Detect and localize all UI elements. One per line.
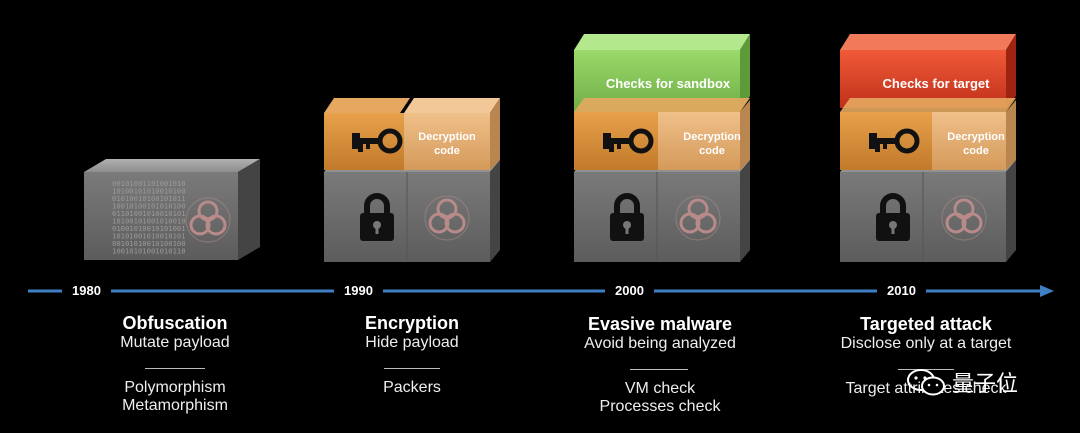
svg-text:00101010010100100: 00101010010100100 <box>112 239 186 248</box>
stage-targeted-attack: Targeted attack Disclose only at a targe… <box>816 314 1036 353</box>
obfuscated-payload-box: 00101001101001010 10100101010010100 0101… <box>84 159 260 260</box>
divider <box>384 368 440 369</box>
example-item: Metamorphism <box>122 397 228 414</box>
decryption-code-label: code <box>699 145 725 157</box>
arrow-right-icon <box>1040 285 1054 297</box>
stage-subtitle: Disclose only at a target <box>840 335 1012 352</box>
svg-text:01101001010010101: 01101001010010101 <box>112 209 186 218</box>
svg-text:10010100101010100: 10010100101010100 <box>112 202 186 211</box>
stage-examples: Packers <box>322 379 502 397</box>
svg-text:01001010010101001: 01001010010101001 <box>112 224 186 233</box>
decryption-code-label: Decryption <box>683 131 741 143</box>
stage-subtitle: Mutate payload <box>120 334 230 351</box>
svg-text:10010101001010110: 10010101001010110 <box>112 247 186 256</box>
divider <box>898 369 954 370</box>
year-label: 2010 <box>877 283 926 298</box>
year-label: 2000 <box>605 283 654 298</box>
stage-title: Obfuscation <box>122 313 228 333</box>
targeted-attack-stack: Decryption code Checks for target <box>840 34 1016 262</box>
year-label: 1990 <box>334 283 383 298</box>
stage-examples: Polymorphism Metamorphism <box>85 379 265 415</box>
svg-text:10101001010010101: 10101001010010101 <box>112 232 186 241</box>
decryption-code-label: Decryption <box>947 131 1005 143</box>
example-item: Packers <box>383 379 441 396</box>
stage-examples: VM check Processes check <box>560 380 760 416</box>
decryption-code-label: code <box>963 145 989 157</box>
evasive-malware-stack: Decryption code Checks for sandbox <box>574 34 750 262</box>
svg-text:01010010100101011: 01010010100101011 <box>112 194 186 203</box>
example-item: Processes check <box>599 398 721 415</box>
stage-title: Encryption <box>364 313 459 333</box>
binary-text-block: 00101001101001010 10100101010010100 0101… <box>112 179 186 256</box>
watermark-text: 量子位 <box>952 372 1019 397</box>
year-label: 1980 <box>62 283 111 298</box>
stage-title: Evasive malware <box>587 314 733 334</box>
sandbox-check-label: Checks for sandbox <box>606 76 731 91</box>
stage-subtitle: Hide payload <box>365 334 459 351</box>
svg-text:10100101001010010: 10100101001010010 <box>112 217 186 226</box>
stage-encryption: Encryption Hide payload <box>322 313 502 352</box>
encryption-stack: Decryption code <box>324 98 500 262</box>
stage-subtitle: Avoid being analyzed <box>584 335 736 352</box>
divider <box>630 369 688 370</box>
stage-evasive-malware: Evasive malware Avoid being analyzed <box>560 314 760 353</box>
example-item: Polymorphism <box>124 379 226 396</box>
stage-title: Targeted attack <box>860 314 992 334</box>
svg-text:10100101010010100: 10100101010010100 <box>112 187 186 196</box>
divider <box>145 368 205 369</box>
wechat-icon <box>907 369 945 396</box>
stage-obfuscation: Obfuscation Mutate payload <box>85 313 265 352</box>
decryption-code-label: code <box>434 145 460 157</box>
svg-text:00101001101001010: 00101001101001010 <box>112 179 186 188</box>
target-check-label: Checks for target <box>883 76 991 91</box>
decryption-code-label: Decryption <box>418 131 476 143</box>
example-item: VM check <box>624 380 696 397</box>
